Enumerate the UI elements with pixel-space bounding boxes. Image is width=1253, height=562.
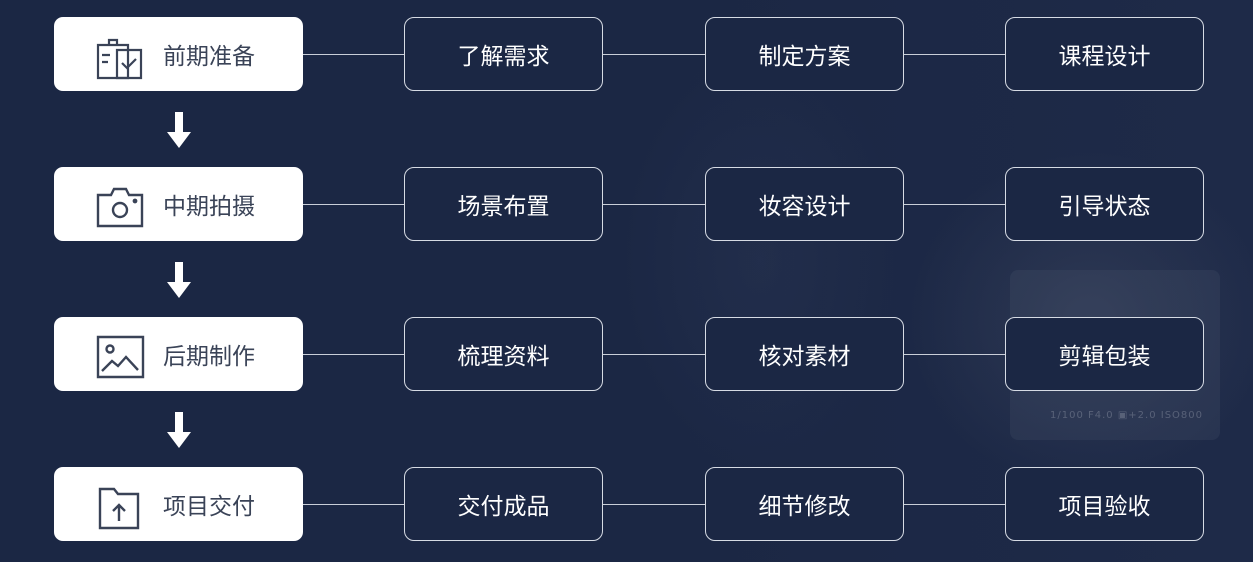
arrow-down-icon	[167, 112, 191, 148]
stage-card: 前期准备	[54, 17, 303, 91]
stage-title: 后期制作	[163, 344, 255, 370]
step-box: 细节修改	[705, 467, 904, 541]
folder-upload-icon	[98, 487, 140, 530]
arrow-down-icon	[167, 262, 191, 298]
arrow-down-icon	[167, 412, 191, 448]
step-box: 场景布置	[404, 167, 603, 241]
image-icon	[96, 335, 145, 379]
stage-row-2: 中期拍摄 场景布置 妆容设计 引导状态	[0, 167, 1253, 241]
camera-icon	[96, 187, 144, 228]
step-box: 引导状态	[1005, 167, 1204, 241]
stage-title: 中期拍摄	[163, 194, 255, 220]
stage-card: 中期拍摄	[54, 167, 303, 241]
step-box: 制定方案	[705, 17, 904, 91]
stage-title: 前期准备	[163, 44, 255, 70]
stage-card: 后期制作	[54, 317, 303, 391]
step-box: 交付成品	[404, 467, 603, 541]
step-box: 妆容设计	[705, 167, 904, 241]
stage-row-3: 后期制作 梳理资料 核对素材 剪辑包装	[0, 317, 1253, 391]
step-box: 项目验收	[1005, 467, 1204, 541]
step-box: 梳理资料	[404, 317, 603, 391]
camera-lcd-readout: 1/100 F4.0 ▣+2.0 ISO800	[1050, 410, 1203, 421]
step-box: 核对素材	[705, 317, 904, 391]
stage-row-1: 前期准备 了解需求 制定方案 课程设计	[0, 17, 1253, 91]
step-box: 了解需求	[404, 17, 603, 91]
stage-card: 项目交付	[54, 467, 303, 541]
clipboard-check-icon	[96, 38, 143, 80]
stage-title: 项目交付	[163, 494, 255, 520]
stage-row-4: 项目交付 交付成品 细节修改 项目验收	[0, 467, 1253, 541]
step-box: 课程设计	[1005, 17, 1204, 91]
step-box: 剪辑包装	[1005, 317, 1204, 391]
